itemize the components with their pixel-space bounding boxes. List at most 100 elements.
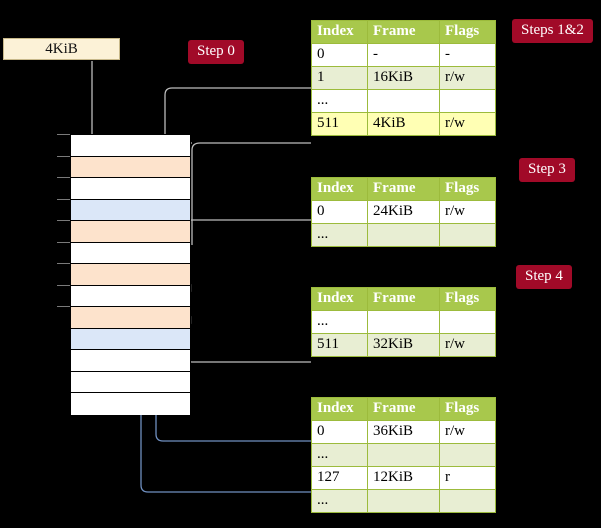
table-cell-flg [439, 489, 496, 513]
table-cell-frm: 12KiB [367, 466, 440, 490]
column-header-frame: Frame [367, 397, 440, 421]
table-cell-frm: - [367, 43, 440, 67]
table-cell-flg [439, 310, 496, 334]
memory-row [71, 328, 190, 350]
physical-frame-label: 4KiB [45, 40, 78, 57]
table-cell-frm [367, 89, 440, 113]
memory-tick [57, 134, 70, 135]
column-header-index: Index [311, 20, 368, 44]
table-cell-idx: 0 [311, 43, 368, 67]
memory-tick [57, 177, 70, 178]
memory-row [71, 307, 190, 329]
table-cell-frm [367, 443, 440, 467]
memory-tick [57, 306, 70, 307]
memory-row [71, 199, 190, 221]
table-row: 0-- [311, 43, 496, 67]
memory-tick [57, 285, 70, 286]
table-cell-frm: 24KiB [367, 200, 440, 224]
column-header-frame: Frame [367, 287, 440, 311]
memory-row [71, 242, 190, 264]
column-header-flags: Flags [439, 397, 496, 421]
table-cell-frm [367, 310, 440, 334]
table-cell-idx: 511 [311, 333, 368, 357]
column-header-index: Index [311, 287, 368, 311]
table-cell-idx: 1 [311, 66, 368, 90]
memory-row [71, 178, 190, 200]
table-cell-flg [439, 89, 496, 113]
physical-frame-box: 4KiB [3, 38, 120, 60]
table-cell-frm: 36KiB [367, 420, 440, 444]
table-cell-idx: ... [311, 223, 368, 247]
memory-row [71, 285, 190, 307]
column-header-frame: Frame [367, 177, 440, 201]
memory-row [71, 221, 190, 243]
table-cell-flg: r/w [439, 112, 496, 136]
memory-tick [57, 263, 70, 264]
badge-steps-1-2: Steps 1&2 [512, 19, 593, 43]
memory-row [71, 350, 190, 372]
column-header-frame: Frame [367, 20, 440, 44]
wire-table3-row511-to-memory [184, 316, 311, 363]
column-header-flags: Flags [439, 177, 496, 201]
memory-tick [57, 199, 70, 200]
table-cell-flg: r/w [439, 200, 496, 224]
column-header-index: Index [311, 397, 368, 421]
table-cell-frm [367, 223, 440, 247]
column-header-flags: Flags [439, 287, 496, 311]
table-row: ... [311, 89, 496, 113]
column-header-index: Index [311, 177, 368, 201]
badge-step-0: Step 0 [188, 40, 244, 64]
table-cell-flg: r/w [439, 66, 496, 90]
memory-row [71, 156, 190, 178]
table-cell-idx: 0 [311, 200, 368, 224]
badge-step-3: Step 3 [519, 158, 575, 182]
memory-row [71, 393, 190, 415]
table-cell-flg: r [439, 466, 496, 490]
memory-tick [57, 220, 70, 221]
memory-row [71, 371, 190, 393]
column-header-flags: Flags [439, 20, 496, 44]
table-cell-idx: 511 [311, 112, 368, 136]
table-cell-flg: r/w [439, 333, 496, 357]
memory-tick [57, 156, 70, 157]
table-cell-frm: 32KiB [367, 333, 440, 357]
table-row: ... [311, 310, 496, 334]
table-cell-idx: 127 [311, 466, 368, 490]
memory-row [71, 264, 190, 286]
physical-memory-grid [70, 134, 191, 415]
table-cell-idx: ... [311, 489, 368, 513]
wire-table2-row0-to-memory [184, 219, 311, 292]
table-cell-frm: 4KiB [367, 112, 440, 136]
wire-table1-row511-to-memory-seg [191, 142, 311, 245]
table-cell-flg [439, 443, 496, 467]
table-cell-flg: - [439, 43, 496, 67]
table-cell-idx: ... [311, 310, 368, 334]
table-row: ... [311, 443, 496, 467]
table-cell-flg [439, 223, 496, 247]
table-cell-frm [367, 489, 440, 513]
table-cell-frm: 16KiB [367, 66, 440, 90]
memory-tick [57, 242, 70, 243]
table-row: ... [311, 223, 496, 247]
table-cell-idx: ... [311, 443, 368, 467]
table-row: ... [311, 489, 496, 513]
table-cell-flg: r/w [439, 420, 496, 444]
memory-row [71, 135, 190, 157]
badge-step-4: Step 4 [516, 265, 572, 289]
table-cell-idx: 0 [311, 420, 368, 444]
